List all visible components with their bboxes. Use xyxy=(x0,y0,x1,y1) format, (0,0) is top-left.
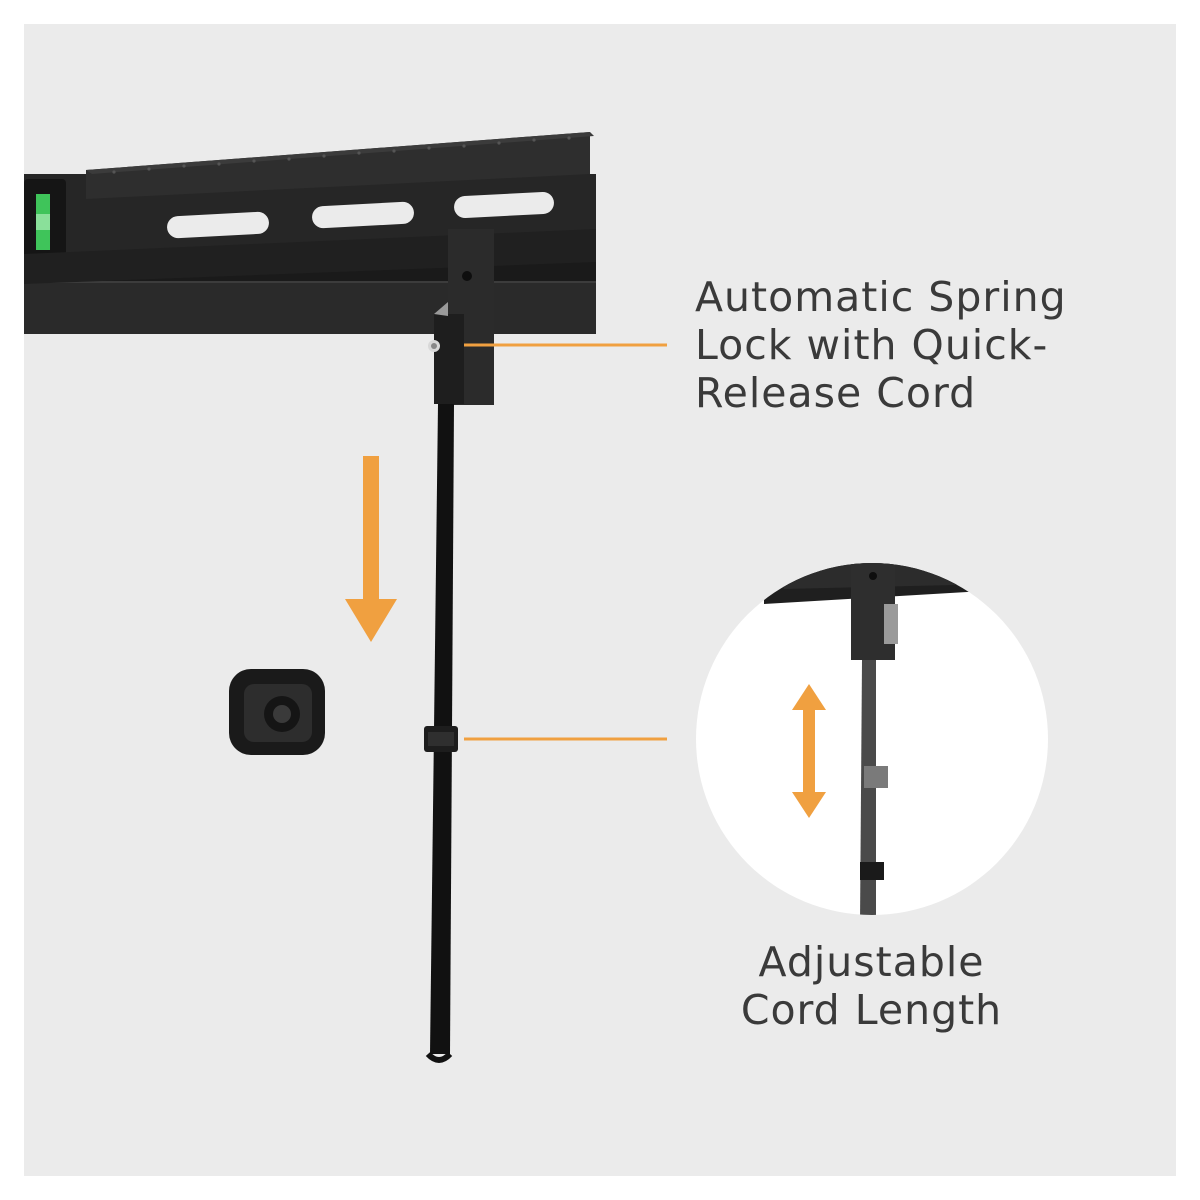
quick-release-cord xyxy=(424,404,458,1063)
cord-length-callout: Adjustable Cord Length xyxy=(714,938,1029,1034)
product-illustration-panel: Automatic Spring Lock with Quick- Releas… xyxy=(24,24,1176,1176)
bubble-level xyxy=(24,179,66,264)
arrow-down-icon xyxy=(345,456,397,642)
wall-spacer xyxy=(229,669,325,755)
mounting-slots xyxy=(167,191,554,239)
spring-lock-callout-line-1: Automatic Spring xyxy=(695,273,1067,321)
spring-lock-callout-line-3: Release Cord xyxy=(695,369,977,417)
spring-lock-callout-line-2: Lock with Quick- xyxy=(695,321,1049,369)
spring-lock-callout: Automatic Spring Lock with Quick- Releas… xyxy=(695,273,1067,417)
arrow-up-down-icon xyxy=(792,684,826,818)
cord-length-callout-line-1: Adjustable xyxy=(758,938,985,986)
spring-lock-bracket xyxy=(428,229,494,405)
wall-mount-illustration xyxy=(24,132,1048,1063)
top-rail xyxy=(86,132,594,199)
zoom-detail xyxy=(696,563,1048,915)
cord-length-callout-line-2: Cord Length xyxy=(740,986,1003,1034)
